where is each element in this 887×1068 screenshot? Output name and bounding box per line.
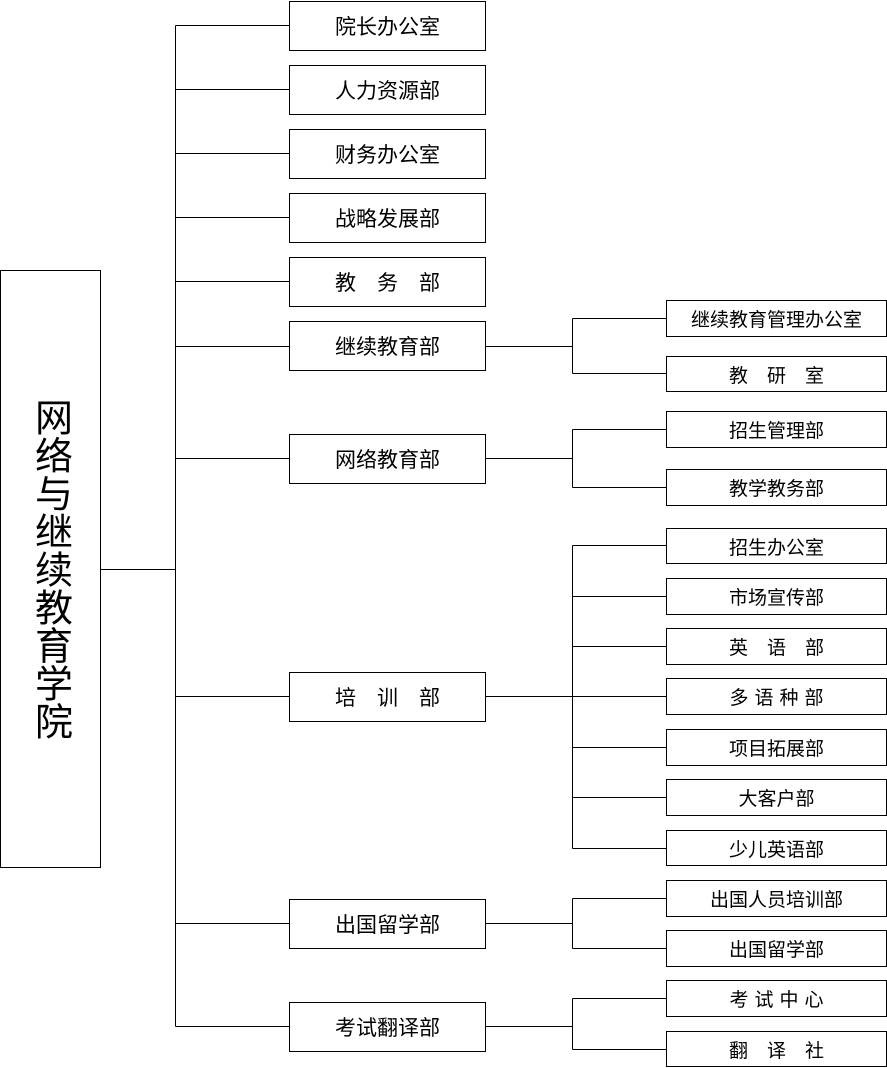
dept-node-finance-office: 财务办公室 xyxy=(289,129,486,179)
subunit-node: 考 试 中 心 xyxy=(666,980,887,1017)
dept-node-exam-translation: 考试翻译部 xyxy=(289,1002,486,1052)
subunit-label: 英 语 部 xyxy=(728,637,824,659)
subunit-label: 大客户部 xyxy=(738,788,815,810)
dept-label: 教 务 部 xyxy=(335,271,440,295)
subunit-label: 出国留学部 xyxy=(728,939,824,961)
subunit-node: 大客户部 xyxy=(666,779,887,816)
subunit-label: 市场宣传部 xyxy=(728,587,824,609)
dept-node-human-resources: 人力资源部 xyxy=(289,65,486,115)
subunit-node: 招生办公室 xyxy=(666,528,887,564)
subunit-node: 市场宣传部 xyxy=(666,578,887,615)
subunit-label: 少儿英语部 xyxy=(728,838,824,861)
subunit-label: 继续教育管理办公室 xyxy=(690,309,862,331)
subunit-node: 教学教务部 xyxy=(666,469,887,506)
subunit-label: 项目拓展部 xyxy=(728,738,824,760)
subunit-label: 出国人员培训部 xyxy=(709,889,843,911)
subunit-node: 项目拓展部 xyxy=(666,729,887,766)
dept-node-strategy: 战略发展部 xyxy=(289,193,486,243)
subunit-node: 翻 译 社 xyxy=(666,1031,887,1067)
subunit-label: 招生管理部 xyxy=(728,420,824,442)
dept-node-training: 培 训 部 xyxy=(289,672,486,722)
subunit-node: 招生管理部 xyxy=(666,411,887,448)
dept-node-continuing-education: 继续教育部 xyxy=(289,321,486,371)
subunit-node: 英 语 部 xyxy=(666,628,887,665)
root-node: 网络与继续教育学院 xyxy=(0,270,101,868)
dept-label: 人力资源部 xyxy=(335,79,440,103)
subunit-node: 少儿英语部 xyxy=(666,830,887,866)
root-label: 网络与继续教育学院 xyxy=(28,398,73,740)
subunit-node: 出国人员培训部 xyxy=(666,880,887,917)
subunit-node: 多 语 种 部 xyxy=(666,678,887,715)
dept-label: 战略发展部 xyxy=(335,207,440,231)
dept-label: 出国留学部 xyxy=(335,913,440,937)
dept-label: 网络教育部 xyxy=(335,448,440,472)
subunit-label: 多 语 种 部 xyxy=(729,687,824,709)
dept-node-online-education: 网络教育部 xyxy=(289,434,486,484)
subunit-node: 教 研 室 xyxy=(666,356,887,392)
dept-node-academic-affairs: 教 务 部 xyxy=(289,257,486,307)
subunit-node: 继续教育管理办公室 xyxy=(666,300,887,337)
subunit-node: 出国留学部 xyxy=(666,930,887,967)
subunit-label: 教学教务部 xyxy=(728,478,824,500)
subunit-label: 考 试 中 心 xyxy=(729,989,824,1011)
dept-label: 培 训 部 xyxy=(335,686,440,710)
dept-label: 院长办公室 xyxy=(335,15,440,39)
dept-label: 财务办公室 xyxy=(335,143,440,167)
dept-node-study-abroad: 出国留学部 xyxy=(289,899,486,949)
dept-label: 考试翻译部 xyxy=(335,1016,440,1040)
dept-node-president-office: 院长办公室 xyxy=(289,1,486,51)
subunit-label: 招生办公室 xyxy=(728,536,824,559)
subunit-label: 教 研 室 xyxy=(728,364,824,387)
subunit-label: 翻 译 社 xyxy=(728,1039,824,1062)
dept-label: 继续教育部 xyxy=(335,335,440,359)
